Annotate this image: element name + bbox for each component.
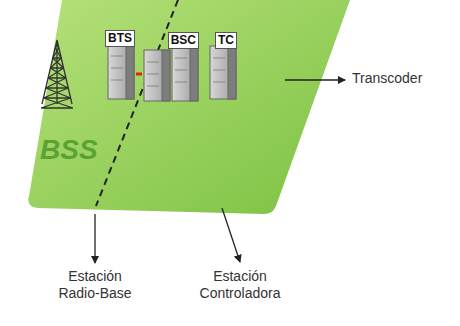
antenna-tower: [41, 40, 73, 108]
region-label: BSS: [40, 134, 98, 166]
bts-caption: Estación Radio-Base: [50, 268, 140, 302]
dashed-boundary: [96, 0, 178, 206]
link-line: [136, 73, 142, 76]
equipment-label: BSC: [168, 32, 199, 49]
bsc-unit: BSC: [142, 32, 200, 102]
bss-band: BSS BTS BSC TC: [0, 0, 352, 220]
equipment-label: TC: [215, 32, 237, 49]
band-fill: [28, 0, 350, 214]
transcoder-label: Transcoder: [352, 70, 452, 87]
bsc-caption: Estación Controladora: [190, 268, 290, 302]
equipment-label: BTS: [105, 30, 135, 47]
bts-unit: BTS: [104, 30, 136, 100]
tc-unit: TC: [206, 32, 238, 100]
